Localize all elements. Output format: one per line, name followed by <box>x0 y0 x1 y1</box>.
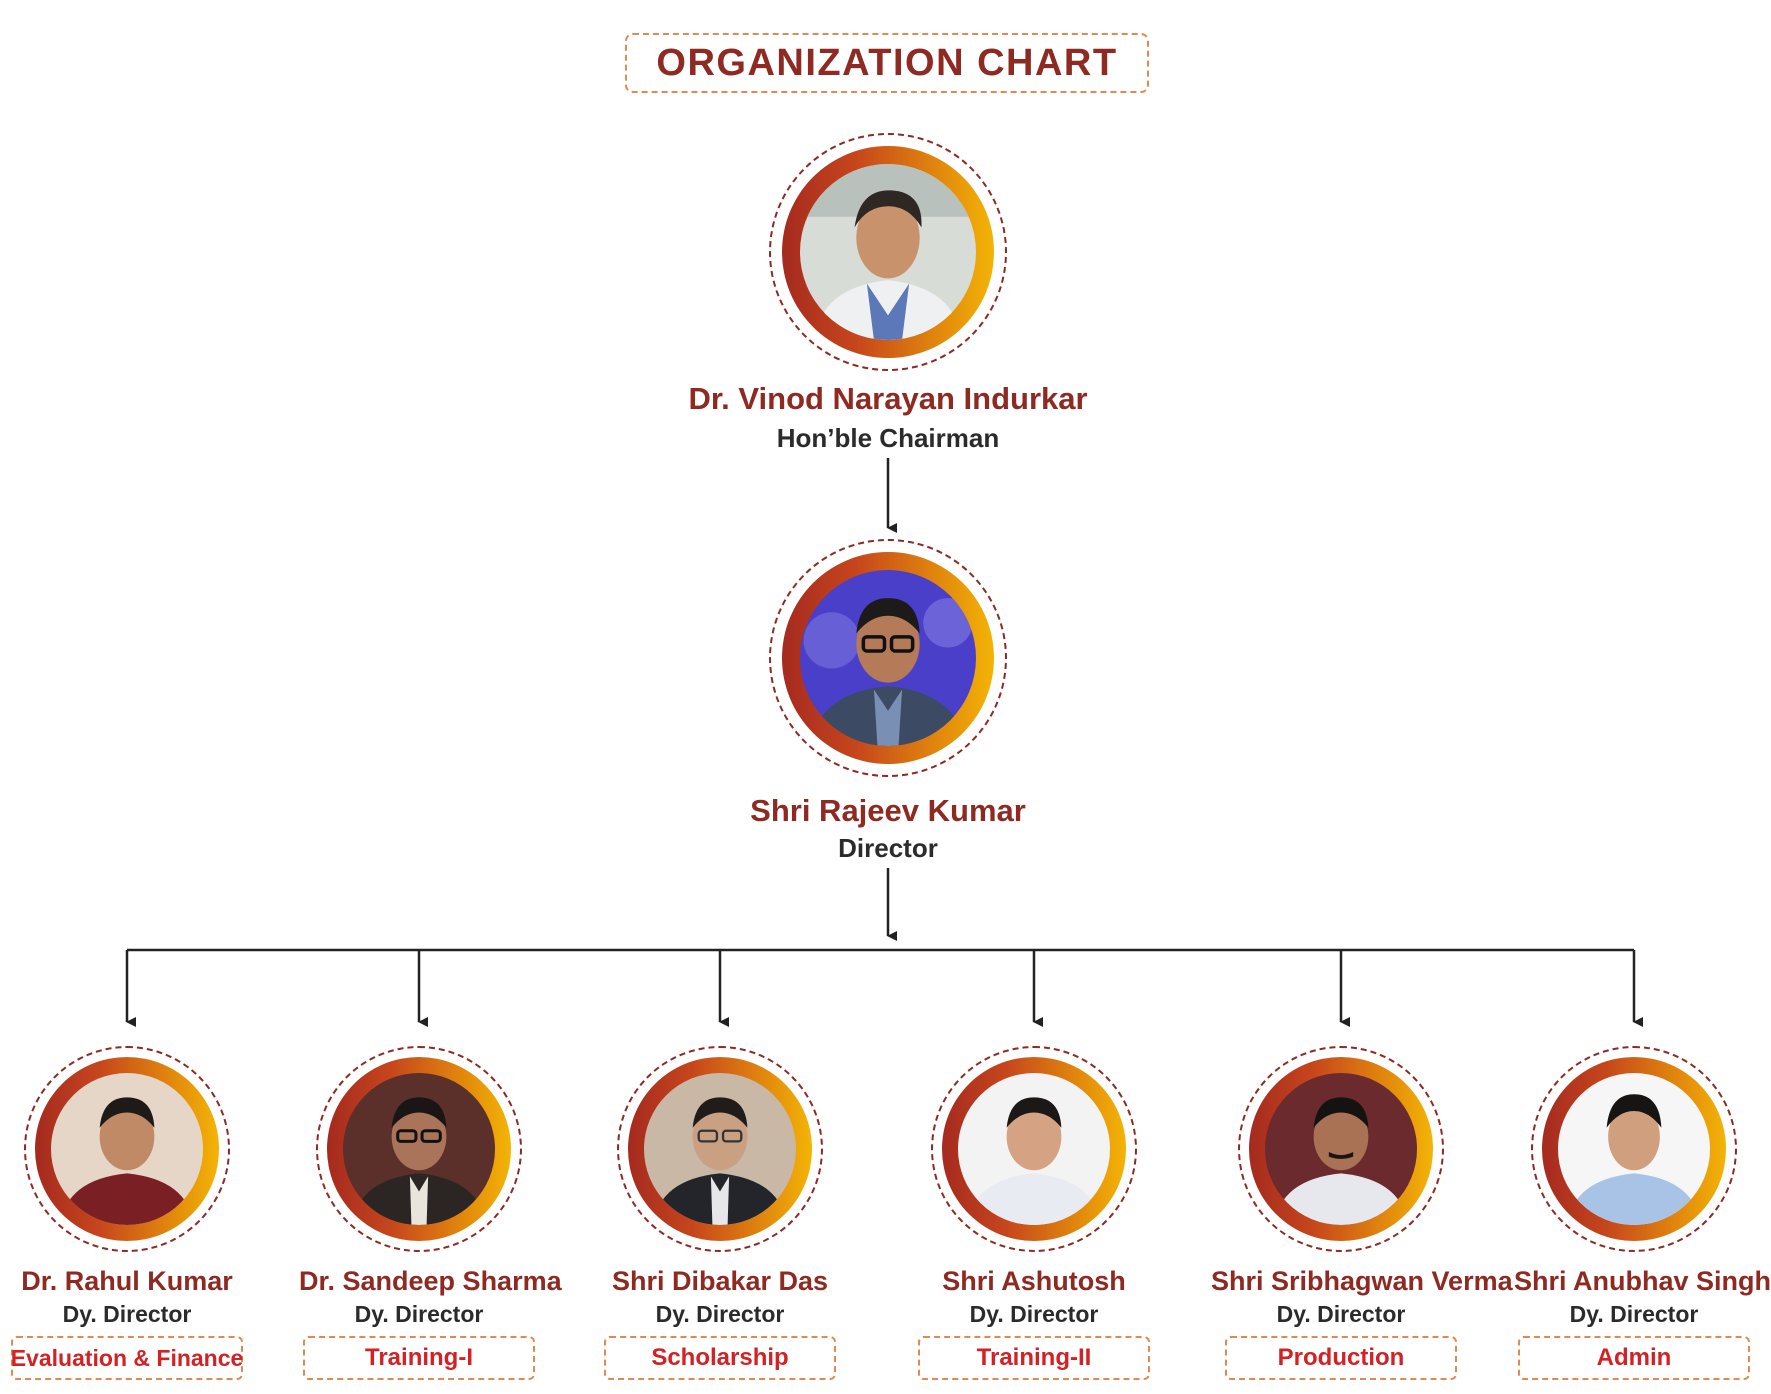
deputy-name: Shri Dibakar Das <box>611 1266 829 1296</box>
deputy-node-3: Shri Dibakar Das Dy. Director Scholarshi… <box>600 1046 840 1380</box>
director-portrait-frame <box>769 539 1007 777</box>
deputy-node-6: Shri Anubhav Singh Dy. Director Admin <box>1514 1046 1771 1380</box>
deputy-role: Dy. Director <box>62 1301 192 1327</box>
ashutosh-portrait <box>958 1073 1110 1225</box>
chairman-role: Hon’ble Chairman <box>776 423 1000 453</box>
chairman-node: Dr. Vinod Narayan Indurkar Hon’ble Chair… <box>588 133 1188 454</box>
deputy-name: Dr. Rahul Kumar <box>21 1266 233 1296</box>
deputy-node-2: Dr. Sandeep Sharma Dy. Director Training… <box>299 1046 562 1380</box>
deputy-role: Dy. Director <box>354 1301 484 1327</box>
chairman-name: Dr. Vinod Narayan Indurkar <box>688 381 1088 416</box>
deputy-role: Dy. Director <box>655 1301 785 1327</box>
director-name: Shri Rajeev Kumar <box>750 793 1026 828</box>
chairman-portrait-frame <box>769 133 1007 371</box>
director-portrait <box>800 570 976 746</box>
deputy-role: Dy. Director <box>1276 1301 1406 1327</box>
sribhagwan-verma-portrait <box>1265 1073 1417 1225</box>
deputy-portrait-frame <box>1238 1046 1444 1252</box>
department-evaluation-finance: Evaluation & Finance <box>11 1336 243 1380</box>
chairman-portrait <box>800 164 976 340</box>
department-training-ii: Training-II <box>918 1336 1150 1380</box>
rahul-kumar-portrait <box>51 1073 203 1225</box>
deputy-name: Shri Anubhav Singh <box>1514 1266 1771 1296</box>
deputy-name: Shri Ashutosh <box>942 1266 1126 1296</box>
department-training-i: Training-I <box>303 1336 535 1380</box>
deputy-portrait-frame <box>931 1046 1137 1252</box>
department-production: Production <box>1225 1336 1457 1380</box>
deputy-name: Shri Sribhagwan Verma <box>1211 1266 1513 1296</box>
department-admin: Admin <box>1518 1336 1750 1380</box>
director-role: Director <box>838 833 938 863</box>
deputy-portrait-frame <box>617 1046 823 1252</box>
sandeep-sharma-portrait <box>343 1073 495 1225</box>
dibakar-das-portrait <box>644 1073 796 1225</box>
deputy-node-4: Shri Ashutosh Dy. Director Training-II <box>914 1046 1154 1380</box>
deputy-node-1: Dr. Rahul Kumar Dy. Director Evaluation … <box>7 1046 247 1380</box>
department-scholarship: Scholarship <box>604 1336 836 1380</box>
deputy-portrait-frame <box>316 1046 522 1252</box>
deputy-name: Dr. Sandeep Sharma <box>299 1266 562 1296</box>
deputy-node-5: Shri Sribhagwan Verma Dy. Director Produ… <box>1211 1046 1513 1380</box>
deputy-portrait-frame <box>1531 1046 1737 1252</box>
director-node: Shri Rajeev Kumar Director <box>588 539 1188 864</box>
chart-title-box: ORGANIZATION CHART <box>625 33 1149 93</box>
deputy-role: Dy. Director <box>1569 1301 1699 1327</box>
chart-title: ORGANIZATION CHART <box>656 41 1118 84</box>
anubhav-singh-portrait <box>1558 1073 1710 1225</box>
deputy-role: Dy. Director <box>969 1301 1099 1327</box>
deputy-portrait-frame <box>24 1046 230 1252</box>
